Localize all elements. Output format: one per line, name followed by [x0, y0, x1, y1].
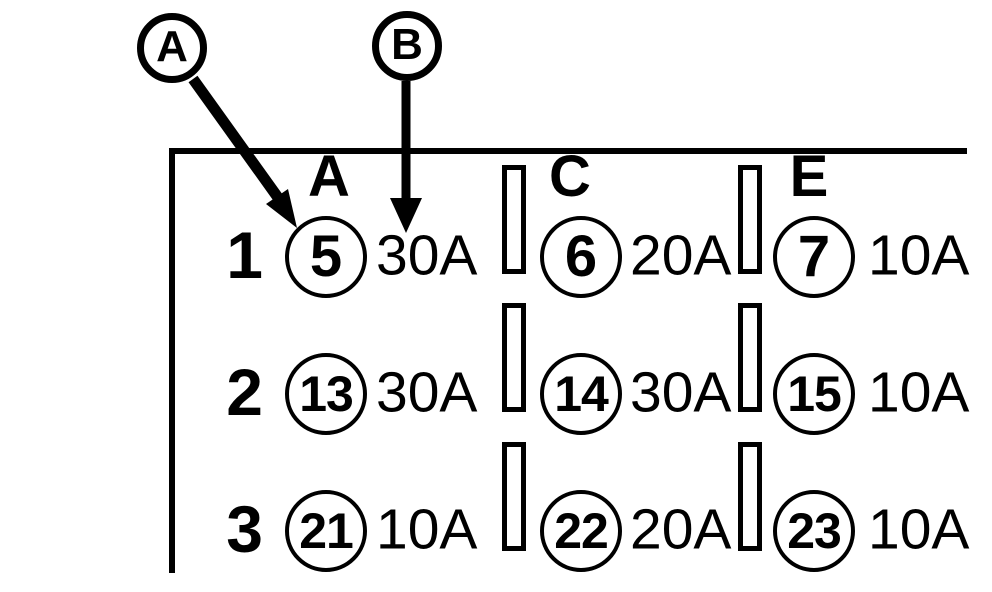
connector-bar [502, 303, 526, 412]
fuse-13-amperage: 30A [376, 360, 478, 425]
callout-b-circle: B [372, 11, 442, 81]
connector-bar [738, 303, 762, 412]
fuse-5-amperage: 30A [376, 223, 478, 288]
fuse-number-15: 15 [787, 366, 842, 422]
callout-a-arrow-head-icon [266, 189, 297, 228]
connector-bar [502, 165, 526, 274]
fuse-circle-22: 22 [540, 490, 622, 572]
panel-top-border [169, 148, 967, 154]
fuse-number-21: 21 [299, 503, 354, 559]
panel-left-border [169, 148, 175, 573]
fuse-7-amperage: 10A [868, 223, 970, 288]
callout-a-circle: A [137, 13, 207, 83]
fuse-number-14: 14 [554, 366, 609, 422]
fuse-number-22: 22 [554, 503, 609, 559]
fuse-14-amperage: 30A [630, 360, 732, 425]
fuse-number-13: 13 [299, 366, 354, 422]
connector-bar [738, 442, 762, 551]
row-label-2: 2 [226, 355, 263, 430]
fuse-number-7: 7 [797, 224, 831, 289]
column-header-c: C [549, 144, 591, 209]
fuse-circle-5: 5 [285, 216, 367, 298]
fuse-22-amperage: 20A [630, 497, 732, 562]
row-label-3: 3 [226, 492, 263, 567]
column-header-e: E [789, 144, 829, 209]
fuse-number-6: 6 [564, 224, 598, 289]
fuse-21-amperage: 10A [376, 497, 478, 562]
callout-b-arrow-head-icon [390, 198, 422, 233]
fuse-circle-13: 13 [285, 353, 367, 435]
fuse-circle-15: 15 [773, 353, 855, 435]
fuse-number-5: 5 [309, 224, 343, 289]
fuse-circle-6: 6 [540, 216, 622, 298]
fuse-23-amperage: 10A [868, 497, 970, 562]
callout-b-label: B [391, 20, 423, 69]
column-header-a: A [308, 144, 350, 209]
fuse-15-amperage: 10A [868, 360, 970, 425]
fuse-number-23: 23 [787, 503, 842, 559]
fuse-circle-23: 23 [773, 490, 855, 572]
callout-a-arrow-line [188, 75, 284, 203]
callout-a-label: A [156, 22, 188, 71]
connector-bar [502, 442, 526, 551]
fuse-circle-21: 21 [285, 490, 367, 572]
row-label-1: 1 [226, 218, 263, 293]
fuse-6-amperage: 20A [630, 223, 732, 288]
fuse-circle-7: 7 [773, 216, 855, 298]
fuse-circle-14: 14 [540, 353, 622, 435]
connector-bar [738, 165, 762, 274]
